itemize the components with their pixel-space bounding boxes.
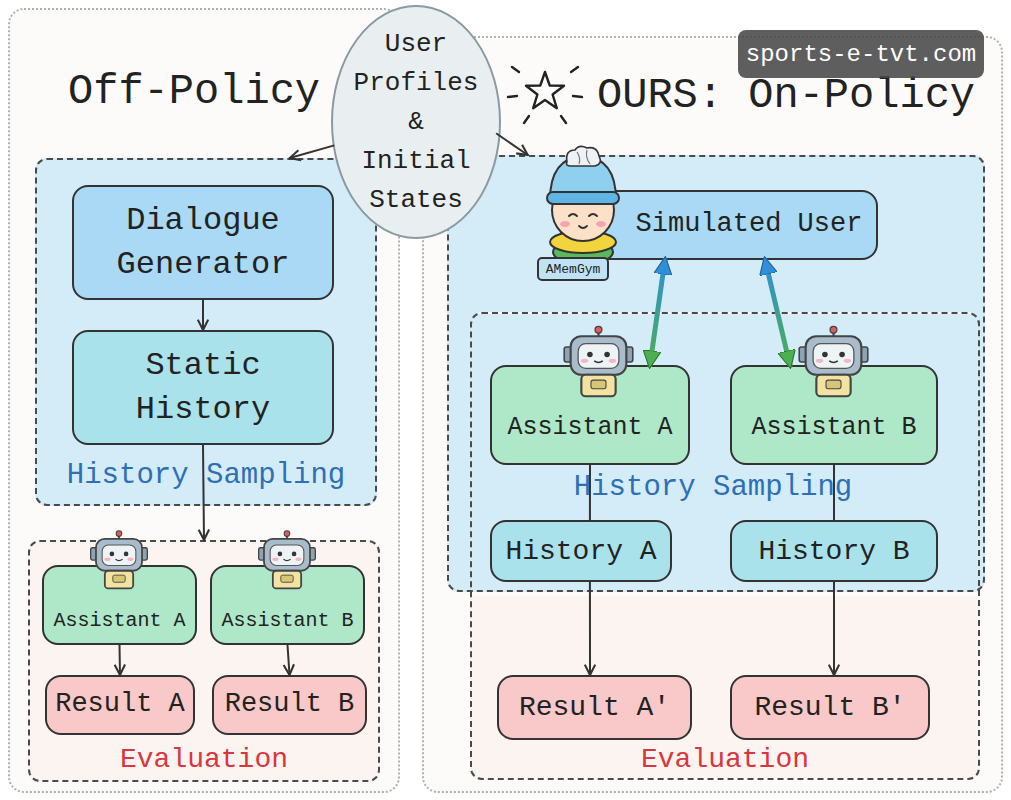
user-avatar bbox=[547, 146, 619, 264]
node-text: User Profiles & Initial States bbox=[350, 25, 482, 220]
process-box: Simulated User bbox=[560, 190, 878, 260]
star-ray bbox=[508, 96, 517, 97]
node-text: Assistant B bbox=[751, 412, 916, 443]
group-heading: History Sampling bbox=[35, 458, 377, 494]
star-ray bbox=[571, 67, 578, 72]
avatar-cheek bbox=[596, 221, 606, 227]
star-ray bbox=[573, 96, 582, 97]
node-text: Result A' bbox=[519, 690, 670, 725]
stage-group: History Sampling Dialogue GeneratorStatic… bbox=[35, 158, 377, 506]
avatar-eye bbox=[589, 214, 597, 216]
group-heading: Off-Policy bbox=[68, 66, 368, 119]
stage-group: Evaluation Assistant A Assistant B History … bbox=[470, 312, 980, 780]
group-heading: Evaluation bbox=[28, 742, 380, 777]
flow-arrow bbox=[288, 645, 290, 675]
node-text: Dialogue Generator bbox=[74, 199, 332, 285]
badge-label: AMemGym bbox=[537, 257, 609, 281]
robot-icon bbox=[91, 531, 148, 589]
flow-arrow bbox=[589, 582, 591, 675]
node-text: Assistant A bbox=[53, 608, 185, 633]
avatar-mouth bbox=[579, 226, 587, 228]
agent-box: Assistant A bbox=[42, 565, 197, 645]
star-shape bbox=[526, 72, 564, 108]
node-text: Simulated User bbox=[636, 208, 863, 242]
node-text: Assistant A bbox=[507, 412, 672, 443]
node-text: Static History bbox=[74, 344, 332, 430]
connector-line bbox=[833, 465, 835, 520]
interaction-arrow bbox=[765, 260, 790, 365]
avatar-brain-fold bbox=[577, 150, 590, 164]
avatar-scarf bbox=[550, 231, 616, 253]
star-ray bbox=[524, 116, 529, 123]
result-box: Result B' bbox=[730, 675, 930, 740]
flow-arrow bbox=[497, 134, 528, 155]
input-ellipse: User Profiles & Initial States bbox=[330, 4, 502, 240]
history-box: History B bbox=[730, 520, 938, 582]
watermark: sports-e-tvt.com bbox=[738, 30, 984, 78]
flow-arrow bbox=[833, 582, 835, 675]
result-box: Result A' bbox=[497, 675, 692, 740]
stage-group: Evaluation Assistant A Assistant B Result A… bbox=[28, 540, 380, 782]
avatar-brain bbox=[567, 146, 601, 166]
flow-arrow bbox=[290, 146, 334, 158]
result-box: Result B bbox=[212, 675, 367, 735]
flow-arrow bbox=[202, 300, 204, 330]
robot-icon bbox=[564, 326, 633, 396]
node-text: History B bbox=[758, 534, 909, 569]
star-ray bbox=[512, 67, 519, 72]
process-box: Dialogue Generator bbox=[72, 185, 334, 300]
robot-icon bbox=[799, 326, 868, 396]
group-heading: History Sampling bbox=[573, 470, 853, 506]
process-box: Static History bbox=[72, 330, 334, 445]
flow-arrow bbox=[203, 445, 204, 540]
panel-frame: OURS: On-PolicyHistory SamplingSimulated… bbox=[422, 36, 1003, 793]
avatar-cheek bbox=[560, 221, 570, 227]
star-ray bbox=[561, 116, 566, 123]
history-box: History A bbox=[490, 520, 672, 582]
group-heading: Evaluation bbox=[470, 742, 980, 777]
star-icon bbox=[508, 67, 582, 123]
node-text: Assistant B bbox=[221, 608, 353, 633]
avatar-hat-brim bbox=[547, 192, 619, 204]
connector-line bbox=[589, 465, 591, 520]
node-text: Result A bbox=[55, 688, 185, 722]
avatar-hat bbox=[550, 156, 616, 200]
robot-icon bbox=[259, 531, 316, 589]
agent-box: Assistant B bbox=[730, 365, 938, 465]
node-text: Result B' bbox=[754, 690, 905, 725]
agent-box: Assistant B bbox=[210, 565, 365, 645]
result-box: Result A bbox=[45, 675, 195, 735]
agent-box: Assistant A bbox=[490, 365, 690, 465]
node-text: Result B bbox=[225, 688, 355, 722]
node-text: History A bbox=[505, 534, 656, 569]
ellipse-shape bbox=[332, 6, 500, 238]
avatar-face bbox=[552, 179, 614, 241]
avatar-eye bbox=[569, 214, 577, 216]
interaction-arrow bbox=[650, 260, 665, 365]
flow-arrow bbox=[119, 645, 122, 675]
